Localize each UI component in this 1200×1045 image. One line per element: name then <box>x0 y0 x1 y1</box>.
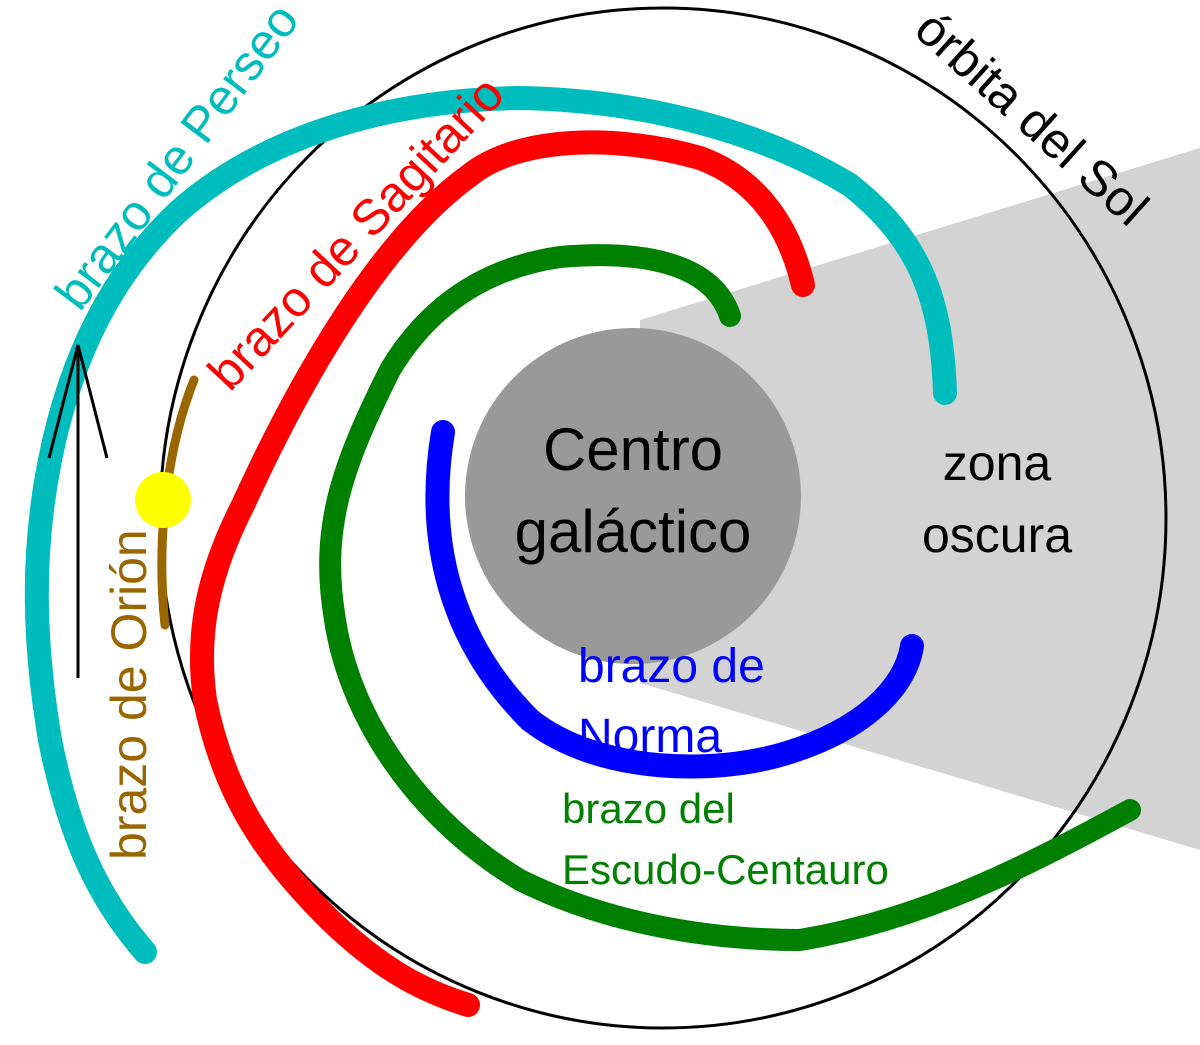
perseus-arm <box>24 86 957 964</box>
dark-zone-label-line1: zona <box>943 435 1052 491</box>
scutum-centaurus-arm-label-line1: brazo del <box>562 785 735 832</box>
galactic-center <box>465 328 801 664</box>
center-label-line1: Centro <box>543 416 723 483</box>
dark-zone <box>640 148 1200 850</box>
norma-arm <box>425 420 924 779</box>
arrow-up-icon <box>47 344 109 678</box>
sun-icon <box>135 472 191 528</box>
orion-arm-label: brazo de Orión <box>101 529 157 860</box>
dark-zone-label-line2: oscura <box>922 507 1072 563</box>
center-label-line2: galáctico <box>515 498 752 565</box>
sagittarius-arm <box>189 130 815 1017</box>
norma-arm-label-line2: Norma <box>578 710 722 763</box>
scutum-centaurus-arm-label-line2: Escudo-Centauro <box>562 846 889 893</box>
scutum-centaurus-arm <box>319 244 1141 951</box>
norma-arm-label-line1: brazo de <box>578 640 765 693</box>
